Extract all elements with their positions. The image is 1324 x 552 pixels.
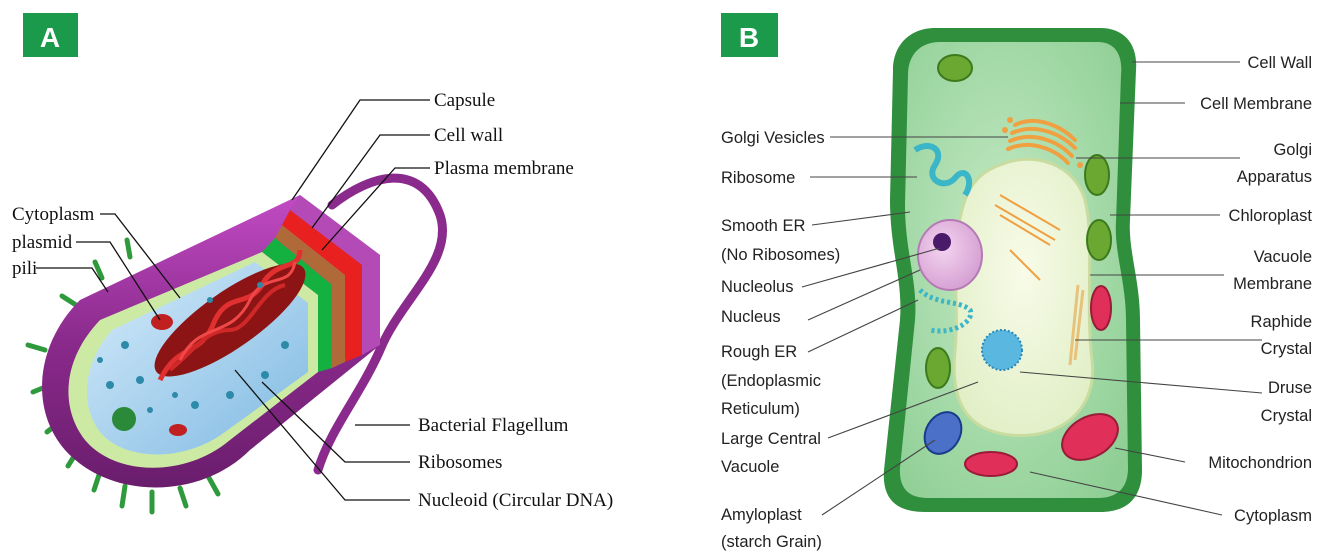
label-cytoplasm: Cytoplasm xyxy=(12,204,95,225)
label-druse-line2: Crystal xyxy=(1261,407,1312,425)
label-pili: pili xyxy=(12,258,37,279)
label-nucleoid: Nucleoid (Circular DNA) xyxy=(418,490,613,511)
label-golgi-line2: Apparatus xyxy=(1237,168,1312,186)
label-golgi-vesicles: Golgi Vesicles xyxy=(721,129,825,147)
label-amyloplast-line1: Amyloplast xyxy=(721,506,802,524)
label-plasma-membrane: Plasma membrane xyxy=(434,158,574,179)
label-large-vacuole-line2: Vacuole xyxy=(721,458,779,476)
label-large-vacuole-line1: Large Central xyxy=(721,430,821,448)
label-rough-er-line1: Rough ER xyxy=(721,343,797,361)
label-amyloplast-line2: (starch Grain) xyxy=(721,533,822,551)
nucleolus xyxy=(933,233,951,251)
label-chloroplast: Chloroplast xyxy=(1229,207,1313,225)
label-cell-membrane: Cell Membrane xyxy=(1200,95,1312,113)
label-rough-er-line3: Reticulum) xyxy=(721,400,800,418)
pink-body xyxy=(1091,286,1111,330)
granule xyxy=(112,407,136,431)
panel-a: A xyxy=(12,13,613,512)
panel-b: B xyxy=(721,13,1312,551)
label-ribosome: Ribosome xyxy=(721,169,795,187)
label-nucleus: Nucleus xyxy=(721,308,781,326)
large-central-vacuole xyxy=(954,159,1093,435)
label-smooth-er-line1: Smooth ER xyxy=(721,217,805,235)
label-ribosomes: Ribosomes xyxy=(418,452,502,473)
label-cell-wall-b: Cell Wall xyxy=(1248,54,1312,72)
label-nucleolus: Nucleolus xyxy=(721,278,793,296)
label-druse-line1: Druse xyxy=(1268,379,1312,397)
label-vacuole-membrane-line2: Membrane xyxy=(1233,275,1312,293)
label-smooth-er-line2: (No Ribosomes) xyxy=(721,246,840,264)
badge-b-letter: B xyxy=(739,22,759,53)
nucleus xyxy=(918,220,982,290)
druse-crystal xyxy=(982,330,1022,370)
label-raphide-line2: Crystal xyxy=(1261,340,1312,358)
label-raphide-line1: Raphide xyxy=(1251,313,1312,331)
plasmid-body-2 xyxy=(169,424,187,436)
label-plasmid: plasmid xyxy=(12,232,73,253)
label-golgi-line1: Golgi xyxy=(1273,141,1312,159)
label-rough-er-line2: (Endoplasmic xyxy=(721,372,821,390)
plasmid-body xyxy=(151,314,173,330)
label-flagellum: Bacterial Flagellum xyxy=(418,415,569,436)
label-vacuole-membrane-line1: Vacuole xyxy=(1254,248,1312,266)
label-cell-wall: Cell wall xyxy=(434,125,503,146)
badge-a-letter: A xyxy=(40,22,60,53)
label-cytoplasm-b: Cytoplasm xyxy=(1234,507,1312,525)
label-capsule: Capsule xyxy=(434,90,495,111)
label-mitochondrion: Mitochondrion xyxy=(1208,454,1312,472)
